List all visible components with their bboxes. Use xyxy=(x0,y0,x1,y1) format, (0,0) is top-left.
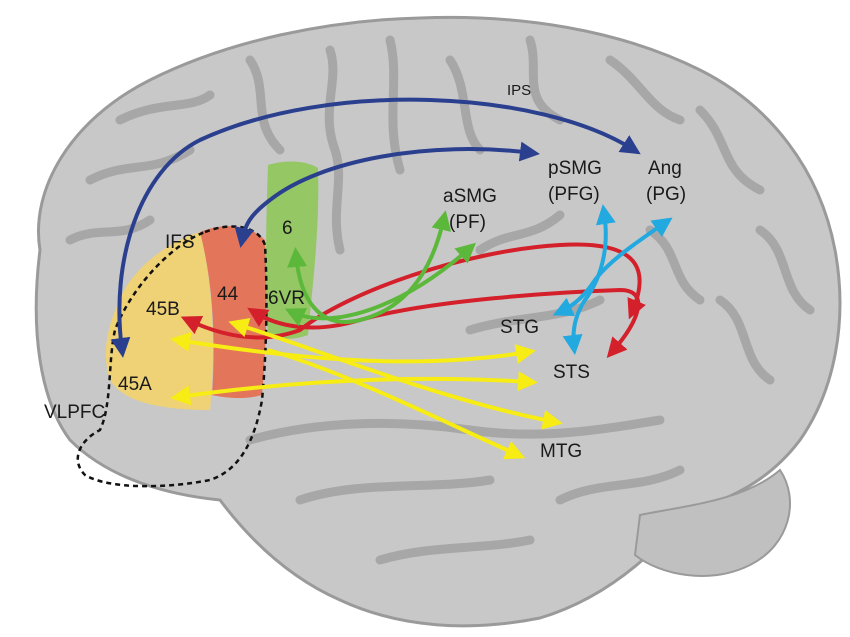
label-area44: 44 xyxy=(217,284,239,305)
cyan-arrow-pg-stg xyxy=(552,217,673,316)
cerebellum xyxy=(633,468,791,577)
green-arrow-to-pf xyxy=(284,242,476,327)
yellow-arrow-44-mtg-low xyxy=(267,348,526,460)
label-sts: STS xyxy=(553,362,590,383)
label-pf: (PF) xyxy=(449,212,486,233)
label-vlpfc: VLPFC xyxy=(44,402,105,423)
label-area6: 6 xyxy=(282,218,293,239)
label-mtg: MTG xyxy=(540,441,582,462)
label-area45b: 45B xyxy=(146,299,180,320)
label-pfg: (PFG) xyxy=(548,184,600,205)
blue-arrow-psmg-to-45b xyxy=(234,141,540,248)
label-asmg: aSMG xyxy=(443,186,497,207)
blue-arrow-ang-to-45a xyxy=(110,97,641,358)
yellow-pathways xyxy=(170,317,563,460)
label-stg: STG xyxy=(500,317,539,338)
blue-pathways xyxy=(110,97,641,358)
label-ips: IPS xyxy=(507,82,531,99)
cyan-pathways xyxy=(552,204,673,355)
label-psmg: pSMG xyxy=(548,158,602,179)
label-ang: Ang xyxy=(648,158,682,179)
labels: IPS pSMG (PFG) Ang (PG) aSMG (PF) 6 6VR … xyxy=(44,82,686,462)
label-pg: (PG) xyxy=(646,184,686,205)
label-area6vr: 6VR xyxy=(268,288,305,309)
yellow-arrow-44-mtg xyxy=(228,317,563,430)
label-area45a: 45A xyxy=(118,374,152,395)
label-ifs: IFS xyxy=(165,232,195,253)
